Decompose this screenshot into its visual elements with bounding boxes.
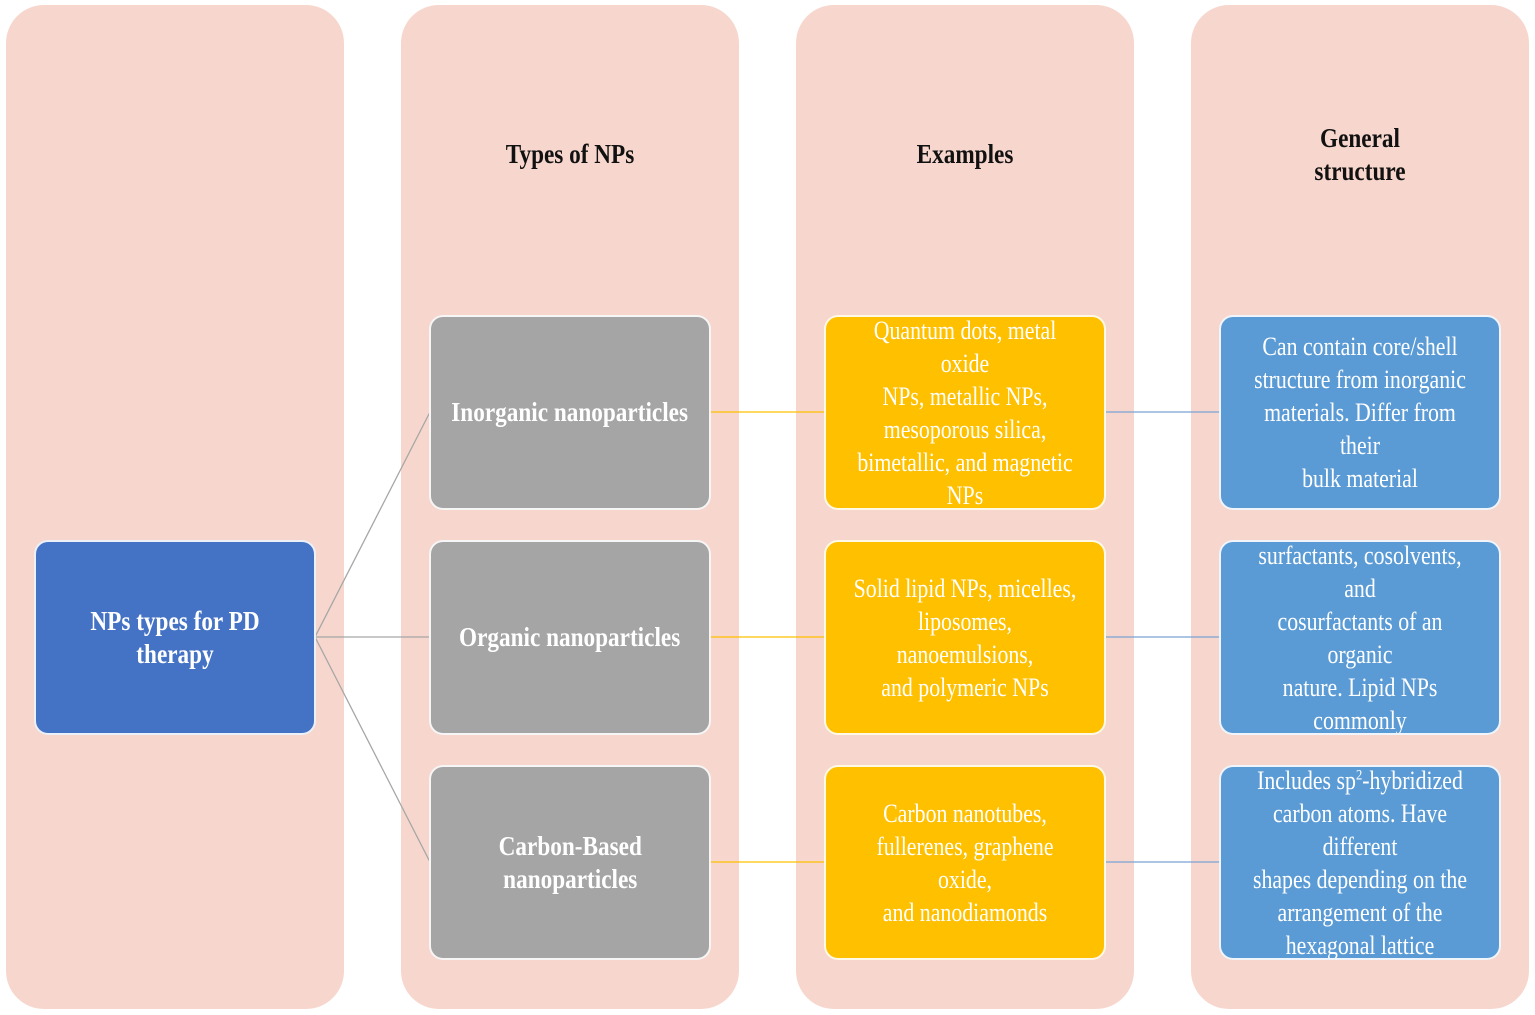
type-label: Inorganic nanoparticles — [451, 397, 689, 427]
structure-text: Generally comprise surfactants, cosolven… — [1258, 540, 1462, 735]
structure-text-prefix: Includes sp — [1257, 765, 1356, 795]
structure-text: Can contain core/shell structure from in… — [1254, 332, 1466, 493]
structure-box-carbon-based: Includes sp2-hybridized carbon atoms. Ha… — [1219, 765, 1501, 960]
structure-text: Includes sp2-hybridized carbon atoms. Ha… — [1243, 765, 1477, 960]
example-text: Quantum dots, metal oxide NPs, metallic … — [857, 315, 1073, 510]
header-types: Types of NPs — [505, 139, 635, 169]
type-label: Carbon-Based nanoparticles — [498, 830, 642, 894]
type-box-organic: Organic nanoparticles — [429, 540, 711, 735]
root-box: NPs types for PD therapy — [34, 540, 316, 735]
column-root-background — [6, 5, 344, 1009]
structure-box-organic: Generally comprise surfactants, cosolven… — [1219, 540, 1501, 735]
root-label: NPs types for PD therapy — [90, 605, 260, 669]
type-box-carbon-based: Carbon-Based nanoparticles — [429, 765, 711, 960]
header-examples: Examples — [916, 139, 1014, 169]
example-text: Solid lipid NPs, micelles, liposomes, na… — [853, 573, 1077, 702]
structure-text-suffix: -hybridized carbon atoms. Have different… — [1252, 765, 1468, 960]
structure-box-inorganic: Can contain core/shell structure from in… — [1219, 315, 1501, 510]
type-box-inorganic: Inorganic nanoparticles — [429, 315, 711, 510]
structure-text-superscript: 2 — [1355, 766, 1363, 783]
header-structure: General structure — [1314, 123, 1406, 186]
example-box-organic: Solid lipid NPs, micelles, liposomes, na… — [824, 540, 1106, 735]
type-label: Organic nanoparticles — [459, 622, 681, 652]
example-box-inorganic: Quantum dots, metal oxide NPs, metallic … — [824, 315, 1106, 510]
example-box-carbon-based: Carbon nanotubes, fullerenes, graphene o… — [824, 765, 1106, 960]
example-text: Carbon nanotubes, fullerenes, graphene o… — [876, 798, 1054, 927]
